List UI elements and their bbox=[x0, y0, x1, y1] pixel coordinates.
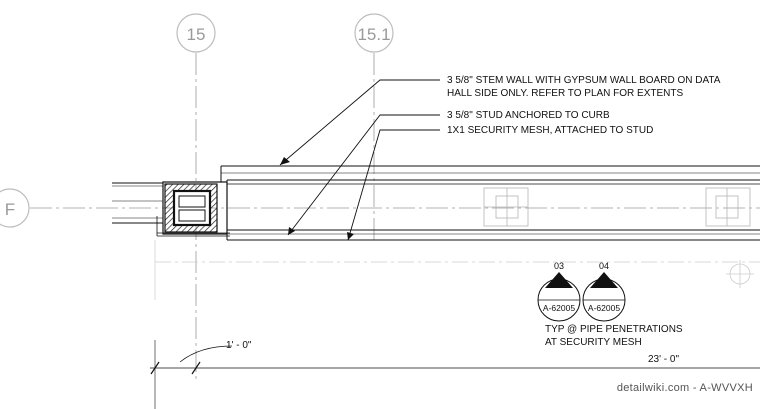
dimension-string bbox=[150, 340, 760, 409]
left-wall bbox=[112, 182, 163, 224]
grid-line-f: F bbox=[0, 188, 760, 228]
watermark: detailwiki.com - A-WVVXH bbox=[617, 382, 753, 394]
callout-03-number: 03 bbox=[554, 261, 564, 271]
section-callout-03: 03 A-62005 bbox=[537, 261, 581, 322]
grid-bubble-15 bbox=[176, 13, 216, 53]
note-stem-wall-line1: 3 5/8" STEM WALL WITH GYPSUM WALL BOARD … bbox=[447, 75, 721, 86]
grid-bubble-15-1 bbox=[354, 13, 394, 53]
note-stem-wall-line2: HALL SIDE ONLY. REFER TO PLAN FOR EXTENT… bbox=[447, 88, 684, 99]
grid-line-15: 15 bbox=[176, 13, 216, 380]
grid-label-15-1: 15.1 bbox=[357, 25, 390, 44]
callout-04-sheet: A-62005 bbox=[588, 303, 620, 313]
callout-note-line1: TYP @ PIPE PENETRATIONS bbox=[545, 324, 683, 335]
reference-line bbox=[154, 240, 760, 300]
dimension-length: 23' - 0" bbox=[648, 354, 679, 365]
pipe-penetration-1 bbox=[483, 187, 529, 227]
section-callout-04: 04 A-62005 bbox=[582, 261, 626, 322]
callout-04-number: 04 bbox=[599, 261, 609, 271]
grid-line-15-1: 15.1 bbox=[354, 13, 394, 240]
callout-03-sheet: A-62005 bbox=[543, 303, 575, 313]
leader-lines bbox=[279, 79, 440, 241]
wall-assembly bbox=[220, 165, 760, 241]
note-stud: 3 5/8" STUD ANCHORED TO CURB bbox=[447, 110, 610, 121]
leader-arrowheads bbox=[280, 157, 354, 240]
steel-column bbox=[156, 181, 230, 237]
grid-label-f: F bbox=[5, 200, 15, 219]
note-mesh: 1X1 SECURITY MESH, ATTACHED TO STUD bbox=[447, 125, 653, 136]
dimension-offset: 1' - 0" bbox=[226, 340, 252, 351]
pipe-penetration-2 bbox=[705, 187, 751, 227]
grid-label-15: 15 bbox=[187, 25, 206, 44]
callout-note-line2: AT SECURITY MESH bbox=[545, 337, 642, 348]
grid-bubble-f bbox=[0, 188, 30, 228]
